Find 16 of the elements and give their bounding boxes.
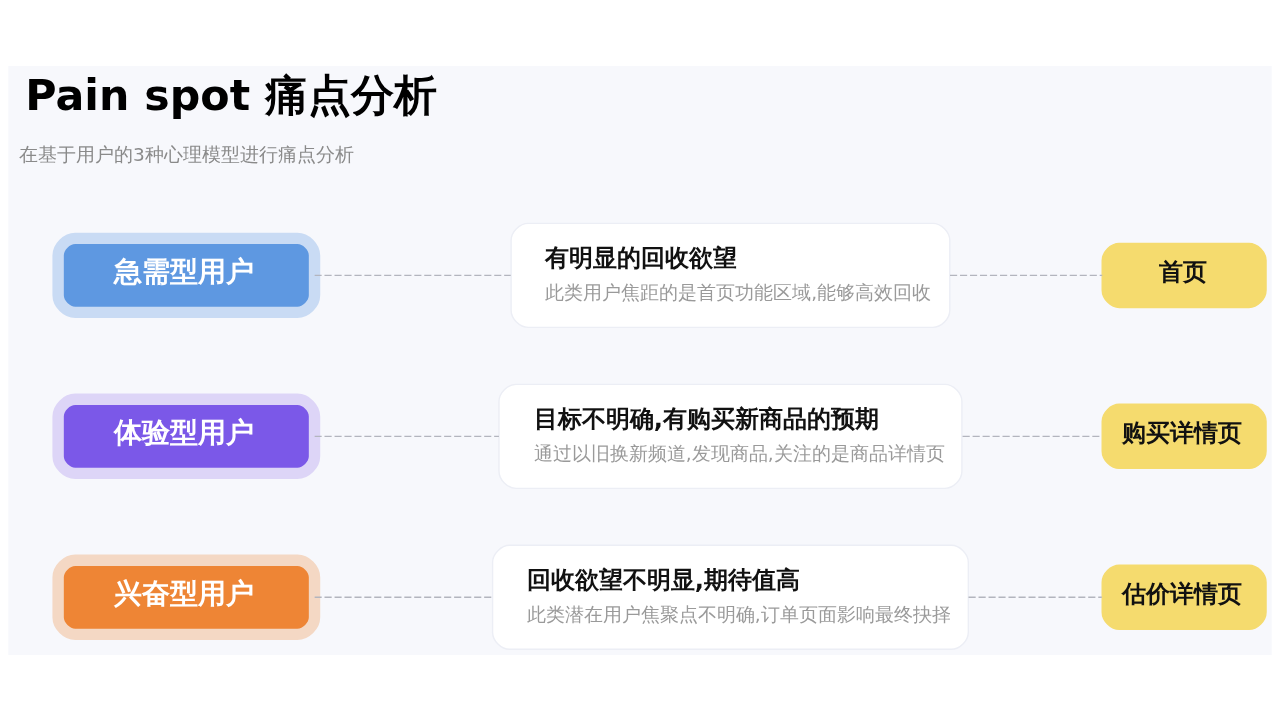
connector: [313, 435, 500, 437]
connector: [313, 596, 494, 598]
node-box: 估价详情页: [1101, 564, 1267, 630]
node-box: 体验型用户: [52, 393, 321, 479]
label: 在基于用户的3种心理模型进行痛点分析: [18, 143, 354, 165]
connector: [313, 274, 512, 276]
node-box: 有明显的回收欲望 此类用户焦距的是首页功能区域,能够高效回收: [510, 222, 951, 328]
node-box: 兴奋型用户: [52, 554, 321, 640]
diagram-title: Pain spot 痛点分析: [25, 69, 437, 120]
node-box: 目标不明确,有购买新商品的预期 通过以旧换新频道,发现商品,关注的是商品详情页: [498, 383, 963, 489]
node-box: 购买详情页: [1101, 403, 1267, 469]
connector: [967, 596, 1103, 598]
node-box: 首页: [1101, 242, 1267, 308]
connector: [949, 274, 1103, 276]
node-box: 急需型用户: [52, 232, 321, 318]
node-box: 回收欲望不明显,期待值高 此类潜在用户焦聚点不明确,订单页面影响最终抉择: [491, 544, 970, 650]
